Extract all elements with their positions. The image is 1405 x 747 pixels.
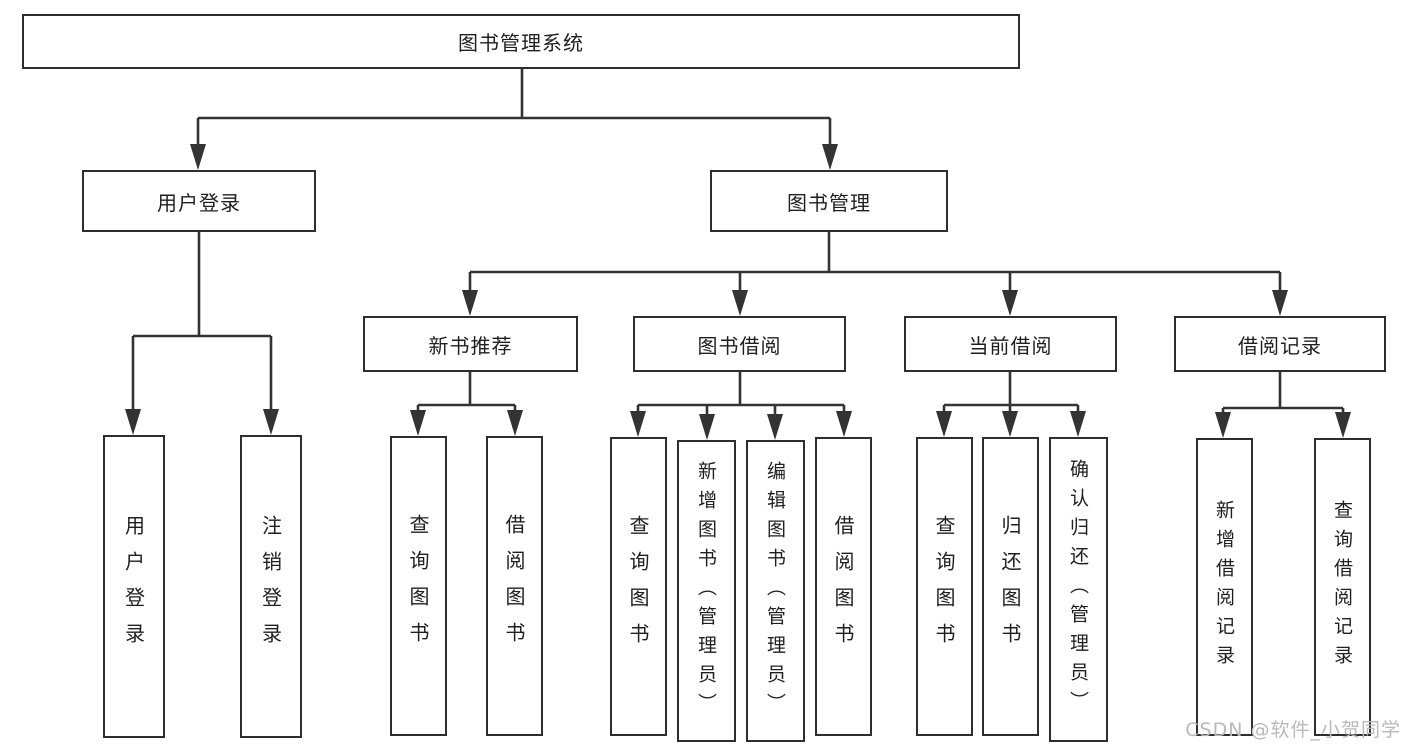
connector-book-management xyxy=(462,232,1288,316)
leaf-label: 编辑图书（管理员） xyxy=(764,460,786,722)
connector-user-login xyxy=(125,232,279,435)
leaf-confirm-return-admin: 确认归还（管理员） xyxy=(1049,437,1108,742)
leaf-query-books-current: 查询图书 xyxy=(916,437,973,736)
leaf-label: 注销登录 xyxy=(258,514,283,659)
node-label: 新书推荐 xyxy=(428,333,513,358)
leaf-query-borrow-record: 查询借阅记录 xyxy=(1314,438,1371,736)
leaf-query-books-borrow: 查询图书 xyxy=(610,437,667,736)
leaf-label: 用户登录 xyxy=(121,514,146,659)
leaf-add-books-admin: 新增图书（管理员） xyxy=(677,440,736,742)
node-label: 用户登录 xyxy=(157,190,241,215)
leaf-label: 归还图书 xyxy=(998,514,1022,659)
node-borrow-records: 借阅记录 xyxy=(1174,316,1386,372)
node-label: 图书管理 xyxy=(787,190,871,215)
node-new-book-recommend: 新书推荐 xyxy=(363,316,578,372)
node-current-borrow: 当前借阅 xyxy=(904,316,1117,372)
node-library-system: 图书管理系统 xyxy=(22,14,1020,69)
leaf-label: 借阅图书 xyxy=(831,514,855,659)
node-user-login: 用户登录 xyxy=(82,170,316,232)
leaf-add-borrow-record: 新增借阅记录 xyxy=(1196,438,1253,736)
leaf-label: 新增图书（管理员） xyxy=(695,460,717,722)
leaf-label: 新增借阅记录 xyxy=(1213,500,1235,674)
leaf-label: 查询图书 xyxy=(406,514,430,658)
leaf-return-books: 归还图书 xyxy=(982,437,1039,736)
leaf-edit-books-admin: 编辑图书（管理员） xyxy=(746,440,805,742)
node-label: 当前借阅 xyxy=(968,333,1053,358)
leaf-label: 查询图书 xyxy=(932,514,956,659)
leaf-borrow-books-recommend: 借阅图书 xyxy=(486,436,543,736)
connector-root xyxy=(190,68,838,170)
leaf-borrow-books: 借阅图书 xyxy=(815,437,872,736)
leaf-label: 确认归还（管理员） xyxy=(1067,459,1089,720)
leaf-query-books-recommend: 查询图书 xyxy=(390,436,447,736)
node-label: 借阅记录 xyxy=(1238,333,1322,358)
leaf-logout: 注销登录 xyxy=(240,435,302,738)
node-book-management: 图书管理 xyxy=(710,170,948,232)
connector-borrow-records xyxy=(1215,372,1351,438)
connector-current-borrow xyxy=(936,372,1086,437)
leaf-label: 借阅图书 xyxy=(502,514,526,658)
node-label: 图书管理系统 xyxy=(458,31,584,55)
node-label: 图书借阅 xyxy=(697,333,782,358)
connector-new-book-recommend xyxy=(410,372,523,436)
leaf-user-login: 用户登录 xyxy=(103,435,165,738)
leaf-label: 查询图书 xyxy=(626,514,650,659)
connector-book-borrow xyxy=(630,372,852,440)
leaf-label: 查询借阅记录 xyxy=(1331,500,1353,674)
node-book-borrow: 图书借阅 xyxy=(633,316,846,372)
csdn-watermark: CSDN @软件_小贺同学 xyxy=(1185,719,1401,741)
